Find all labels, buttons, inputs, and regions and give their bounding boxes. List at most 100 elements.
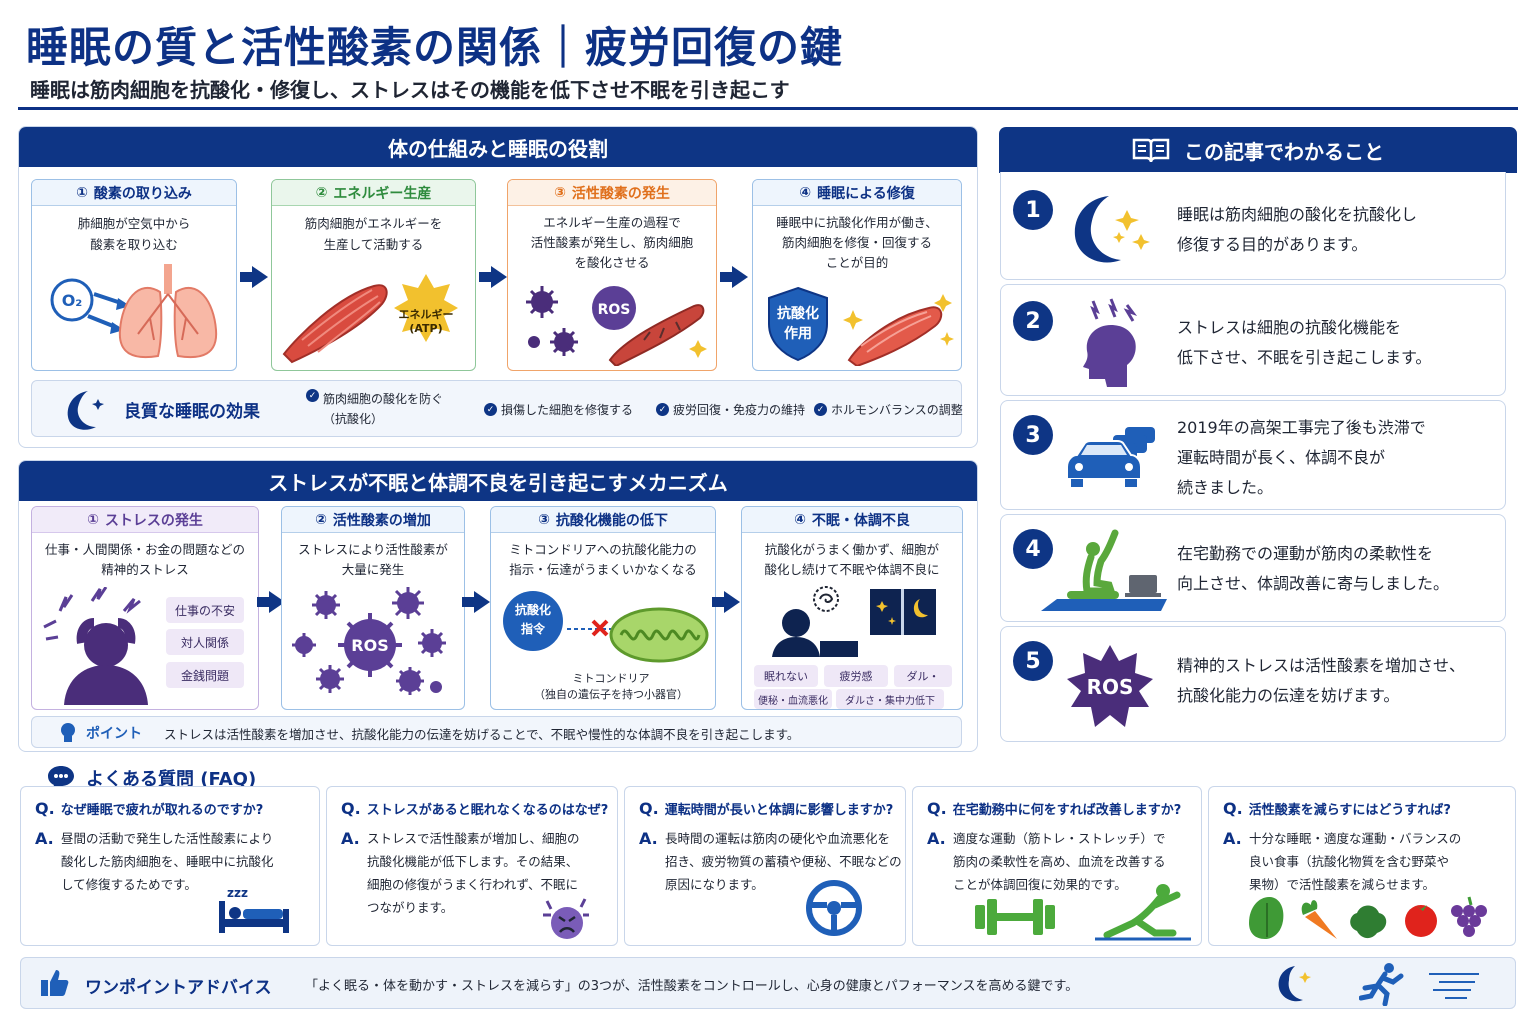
answer-text: 昼間の活動で発生した活性酸素により 酸化した筋肉細胞を、睡眠中に抗酸化 して修復… (61, 831, 274, 892)
summary-text: ストレスは細胞の抗酸化機能を 低下させ、不眠を引き起こします。 (1177, 318, 1432, 367)
step-number: ④ (799, 184, 812, 201)
antioxidant-label: 抗酸化 作用 (777, 306, 819, 342)
step-description: ミトコンドリアへの抗酸化能力の 指示・伝達がうまくいかなくなる (509, 542, 697, 577)
faq-question: Q.なぜ睡眠で疲れが取れるのですか? (35, 799, 263, 818)
flow-arrow-icon (462, 591, 490, 613)
command-label: 抗酸化 指令 (514, 603, 551, 636)
summary-number: 1 (1013, 190, 1053, 230)
a-mark: A. (341, 829, 360, 848)
page-subtitle: 睡眠は筋肉細胞を抗酸化・修復し、ストレスはその機能を低下させ不眠を引き起こす (30, 78, 790, 102)
mechanism-panel-title: 体の仕組みと睡眠の役割 (19, 127, 977, 167)
answer-text: ストレスで活性酸素が増加し、細胞の 抗酸化機能が低下します。その結果、 細胞の修… (367, 831, 580, 915)
faq-question: Q.運転時間が長いと体調に影響しますか? (639, 799, 893, 818)
step-title: 睡眠による修復 (817, 185, 915, 202)
summary-item: 5 ROS 精神的ストレスは活性酸素を増加させ、 抗酸化能力の伝達を妨げます。 (1000, 626, 1506, 742)
running-person-icon (1359, 963, 1404, 1006)
summary-number: 3 (1013, 415, 1053, 455)
check-icon: ✓ (656, 403, 669, 416)
moon-icon (67, 391, 104, 430)
benefit-item: ✓ホルモンバランスの調整 (814, 401, 963, 418)
answer-text: 適度な運動（筋トレ・ストレッチ）で 筋肉の柔軟性を高め、血流を改善する ことが体… (953, 831, 1166, 892)
summary-item: 3 2019年の高架工事完了後も渋滞で 運転時間が長く、体調不良が 続きました。 (1000, 400, 1506, 510)
ros-label: ROS (351, 636, 388, 655)
command-bubble (503, 591, 563, 651)
q-mark: Q. (35, 799, 55, 818)
faq-card: Q. ストレスがあると眠れなくなるのはなぜ? A. ストレスで活性酸素が増加し、細胞… (326, 786, 618, 946)
healthy-muscle-icon (843, 294, 954, 366)
ros-icon (1067, 645, 1153, 727)
benefit-item: ✓筋肉細胞の酸化を防ぐ （抗酸化） (306, 389, 443, 429)
step-number: ③ (554, 184, 566, 201)
q-mark: Q. (341, 799, 361, 818)
answer-text: 長時間の運転は筋肉の硬化や血流悪化を 招き、疲労物質の蓄積や便秘、不眠などの 原… (665, 831, 902, 892)
zzz-label: zzz (227, 886, 248, 900)
question-text: ストレスがあると眠れなくなるのはなぜ? (366, 803, 609, 818)
faq-question: Q. ストレスがあると眠れなくなるのはなぜ? (341, 799, 608, 818)
summary-item: 4 在宅勤務での運動が筋肉の柔軟性を 向上させ、体調改善に寄与しました。 (1000, 514, 1506, 622)
ros-attack-icon: ROS (526, 286, 707, 366)
symptom-tag: 眠れない (754, 665, 818, 687)
head-stress-icon (1083, 298, 1138, 387)
step-description: 抗酸化がうまく働かず、細胞が 酸化し続けて不眠や体調不良に (764, 542, 940, 577)
shield-icon (768, 286, 828, 362)
atp-label: エネルギー (ATP) (398, 308, 454, 335)
benefits-label: 良質な睡眠の効果 (124, 402, 260, 422)
step-description: ストレスにより活性酸素が 大量に発生 (298, 542, 448, 577)
q-mark: Q. (927, 799, 947, 818)
speed-lines-icon (1429, 973, 1479, 999)
moon-stars-icon (1074, 196, 1150, 263)
night-window-icon (870, 589, 936, 635)
sleepless-person-icon (772, 586, 858, 657)
check-icon: ✓ (306, 389, 319, 402)
speech-bubble-icon (48, 766, 74, 790)
step-title: 活性酸素の発生 (571, 185, 670, 202)
symptom-tag: ダル・ (894, 665, 952, 687)
summary-title: この記事でわかること (1184, 139, 1384, 164)
faq-answer: A.長時間の運転は筋肉の硬化や血流悪化を 招き、疲労物質の蓄積や便秘、不眠などの… (639, 827, 902, 896)
vegetables-icon (1249, 896, 1487, 939)
step-description: 筋肉細胞がエネルギーを 生産して活動する (304, 216, 443, 252)
step-description: 肺細胞が空気中から 酸素を取り込む (77, 216, 191, 252)
steering-wheel-icon (806, 880, 862, 936)
point-text: ストレスは活性酸素を増加させ、抗酸化能力の伝達を妨げることで、不眠や慢性的な体調… (164, 727, 800, 742)
benefit-text: 損傷した細胞を修復する (501, 403, 634, 417)
answer-text: 十分な睡眠・適度な運動・バランスの 良い食事（抗酸化物質を含む野菜や 果物）で活… (1249, 831, 1462, 892)
dumbbell-icon (975, 899, 1055, 935)
mitochondria-icon (567, 607, 709, 663)
summary-text: 2019年の高架工事完了後も渋滞で 運転時間が長く、体調不良が 続きました。 (1177, 418, 1426, 497)
q-mark: Q. (1223, 799, 1243, 818)
page-title: 睡眠の質と活性酸素の関係｜疲労回復の鍵 (26, 23, 844, 72)
moon-stars-icon (1278, 966, 1311, 1002)
advice-text: 「よく眠る・体を動かす・ストレスを減らす」の3つが、活性酸素をコントロールし、心… (305, 979, 1079, 994)
summary-number: 5 (1013, 641, 1053, 681)
step-title: 不眠・体調不良 (811, 512, 910, 529)
faq-question: Q.活性酸素を減らすにはどうすれば? (1223, 799, 1451, 818)
traffic-jam-icon (1066, 427, 1155, 487)
mitochondria-caption: ミトコンドリア （独自の遺伝子を持つ小器官） (534, 672, 688, 701)
stressed-person-icon (43, 587, 148, 705)
faq-card: Q.運転時間が長いと体調に影響しますか? A.長時間の運転は筋肉の硬化や血流悪化… (624, 786, 906, 946)
ros-label: ROS (1086, 675, 1134, 699)
stress-tag: 金銭問題 (166, 662, 244, 688)
ros-cluster-icon: ROS (292, 587, 446, 695)
summary-item: 1 睡眠は筋肉細胞の酸化を抗酸化し 修復する目的があります。 (1000, 172, 1506, 280)
faq-answer: A.十分な睡眠・適度な運動・バランスの 良い食事（抗酸化物質を含む野菜や 果物）… (1223, 827, 1461, 896)
step-title: エネルギー生産 (333, 185, 432, 202)
benefit-text: ホルモンバランスの調整 (831, 403, 963, 417)
header-divider (18, 107, 1518, 110)
benefit-item: ✓損傷した細胞を修復する (484, 401, 633, 418)
summary-panel-header: この記事でわかること (999, 127, 1517, 173)
question-text: 在宅勤務中に何をすれば改善しますか? (952, 803, 1182, 818)
symptom-tag: ダルさ・集中力低下 (836, 689, 944, 709)
advice-label: ワンポイントアドバイス (85, 978, 272, 998)
point-label: ポイント (86, 726, 142, 742)
